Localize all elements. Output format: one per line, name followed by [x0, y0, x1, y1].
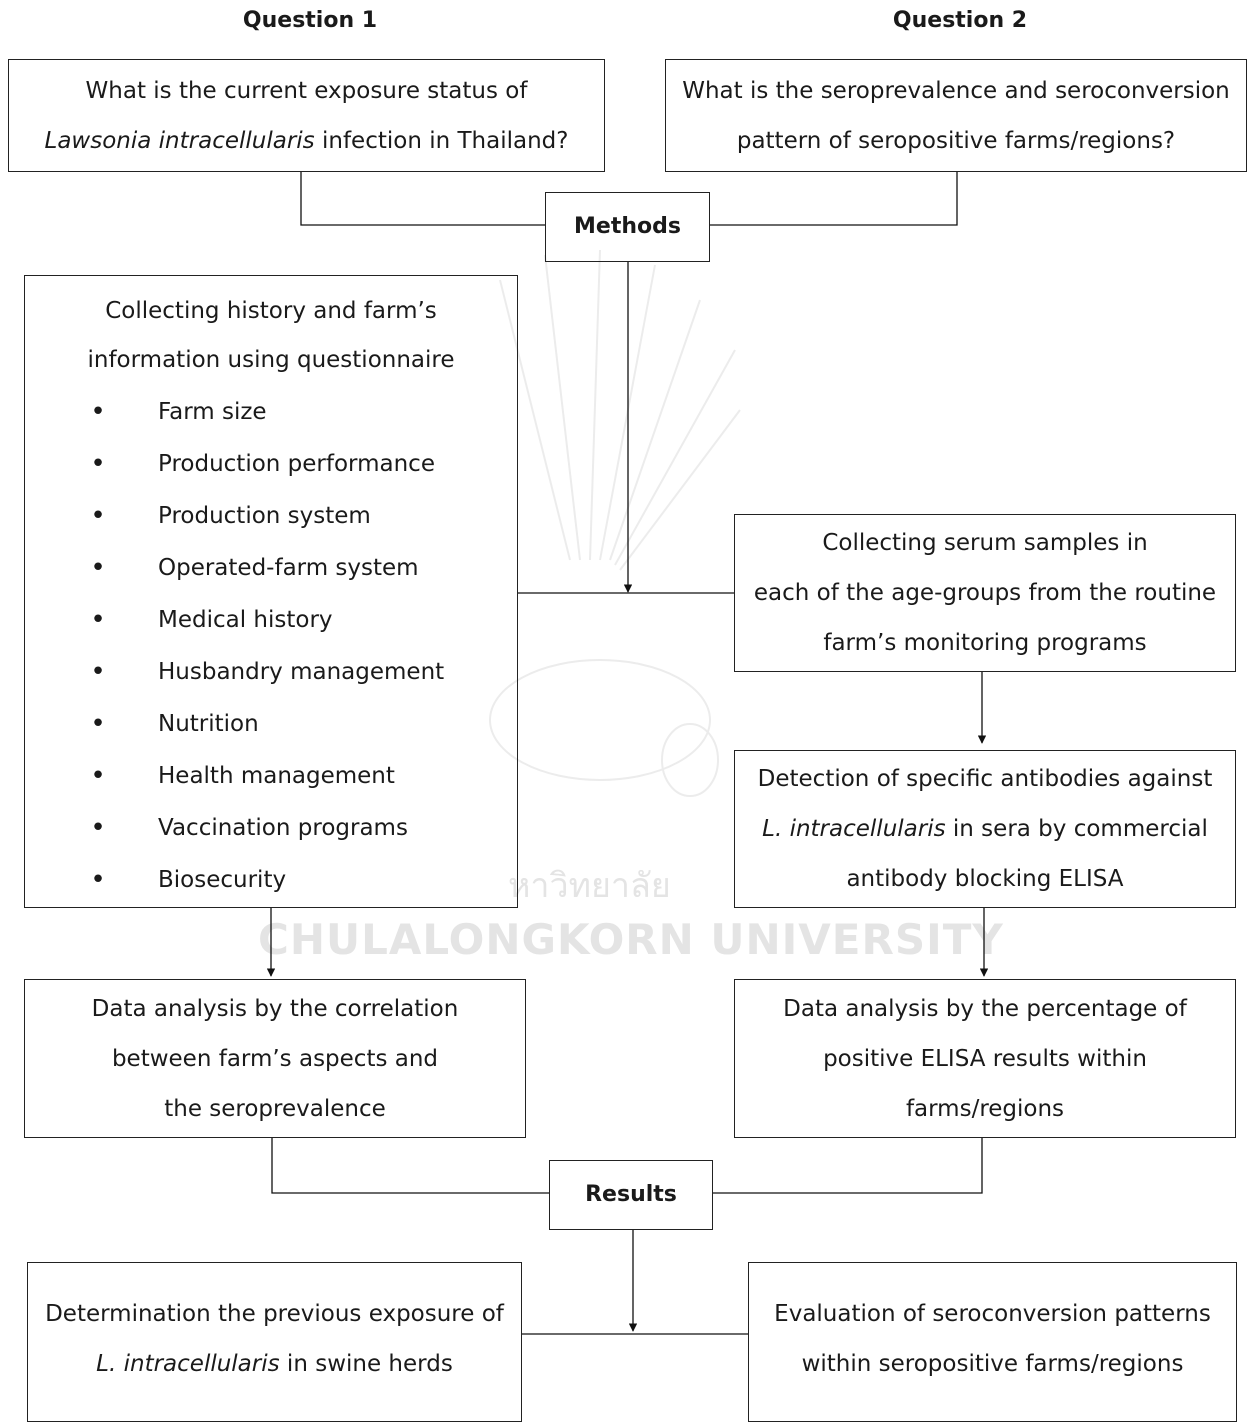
connector-right-results: [713, 1138, 983, 1194]
analysis-right-line-3: farms/regions: [905, 1095, 1065, 1122]
history-box-line-1: Collecting history and farm’s: [105, 298, 437, 324]
serum-collection-box: Collecting serum samples in each of the …: [734, 514, 1236, 672]
detection-line-3: antibody blocking ELISA: [846, 866, 1124, 892]
exposure-line-1: Determination the previous exposure of: [45, 1301, 504, 1327]
exposure-line-2-rest: in swine herds: [279, 1351, 453, 1377]
bullet-icon: •: [90, 865, 106, 895]
species-name: L. intracellularis: [96, 1351, 280, 1377]
list-item-label: Operated-farm system: [158, 555, 419, 581]
list-item: • Farm size: [88, 386, 444, 438]
bullet-icon: •: [90, 501, 106, 531]
bullet-icon: •: [90, 553, 106, 583]
list-item-label: Vaccination programs: [158, 815, 408, 841]
question-2-line-2: pattern of seropositive farms/regions?: [736, 127, 1176, 154]
bullet-icon: •: [90, 397, 106, 427]
question-1-line-2-rest: infection in Thailand?: [314, 127, 569, 154]
list-item: • Nutrition: [88, 698, 444, 750]
bullet-icon: •: [90, 813, 106, 843]
questionnaire-bullet-list: • Farm size • Production performance • Prod…: [88, 386, 444, 906]
serum-line-2: each of the age-groups from the routine: [753, 580, 1217, 606]
bullet-icon: •: [90, 605, 106, 635]
methods-box: Methods: [545, 192, 710, 262]
analysis-left-line-1: Data analysis by the correlation: [91, 995, 459, 1022]
analysis-right-line-1: Data analysis by the percentage of: [783, 995, 1187, 1022]
history-box-line-2: information using questionnaire: [87, 347, 455, 373]
species-name: L. intracellularis: [762, 816, 946, 842]
list-item: • Husbandry management: [88, 646, 444, 698]
list-item-label: Husbandry management: [158, 659, 445, 685]
analysis-right-line-2: positive ELISA results within: [823, 1045, 1147, 1072]
bullet-icon: •: [90, 761, 106, 791]
list-item-label: Production performance: [158, 451, 435, 477]
watermark-thai-text: หาวิทยาลัย: [508, 866, 671, 906]
results-box: Results: [549, 1160, 713, 1230]
detection-line-2-rest: in sera by commercial: [945, 816, 1208, 842]
bullet-icon: •: [90, 657, 106, 687]
antibody-detection-box: Detection of specific antibodies against…: [734, 750, 1236, 908]
list-item: • Health management: [88, 750, 444, 802]
question-2-box: What is the seroprevalence and seroconve…: [665, 59, 1247, 172]
question-1-box: What is the current exposure status of L…: [8, 59, 605, 172]
list-item: • Operated-farm system: [88, 542, 444, 594]
question-1-line-2: Lawsonia intracellularis infection in Th…: [45, 116, 569, 166]
list-item-label: Production system: [158, 503, 371, 529]
detection-line-2: L. intracellularis in sera by commercial: [762, 804, 1208, 854]
question-2-line-1: What is the seroprevalence and seroconve…: [682, 77, 1230, 104]
analysis-left-line-2: between farm’s aspects and: [111, 1045, 439, 1072]
serum-line-1: Collecting serum samples in: [822, 530, 1148, 556]
analysis-left-line-3: the seroprevalence: [164, 1095, 386, 1122]
question-2-heading: Question 2: [892, 8, 1028, 33]
list-item-label: Medical history: [158, 607, 333, 633]
serum-line-3: farm’s monitoring programs: [823, 630, 1147, 656]
list-item: • Medical history: [88, 594, 444, 646]
list-item: • Production performance: [88, 438, 444, 490]
watermark-university-text: CHULALONGKORN UNIVERSITY: [258, 915, 1004, 964]
data-analysis-correlation-box: Data analysis by the correlation between…: [24, 979, 526, 1138]
results-label: Results: [585, 1182, 677, 1207]
data-analysis-percentage-box: Data analysis by the percentage of posit…: [734, 979, 1236, 1138]
question-1-heading: Question 1: [242, 8, 378, 33]
list-item: • Biosecurity: [88, 854, 444, 906]
connector-q2-methods: [710, 172, 958, 226]
seroconversion-evaluation-box: Evaluation of seroconversion patterns wi…: [748, 1262, 1237, 1422]
list-item: • Vaccination programs: [88, 802, 444, 854]
exposure-determination-box: Determination the previous exposure of L…: [27, 1262, 522, 1422]
evaluation-line-1: Evaluation of seroconversion patterns: [774, 1301, 1211, 1327]
list-item-label: Health management: [158, 763, 395, 789]
exposure-line-2: L. intracellularis in swine herds: [96, 1339, 453, 1389]
connector-left-results: [271, 1138, 549, 1194]
species-name: Lawsonia intracellularis: [44, 127, 315, 154]
bullet-icon: •: [90, 449, 106, 479]
detection-line-1: Detection of specific antibodies against: [757, 766, 1213, 792]
connector-q1-methods: [300, 172, 545, 226]
question-1-line-1: What is the current exposure status of: [85, 77, 528, 104]
history-questionnaire-box: [24, 275, 518, 908]
bullet-icon: •: [90, 709, 106, 739]
evaluation-line-2: within seropositive farms/regions: [801, 1351, 1184, 1377]
list-item: • Production system: [88, 490, 444, 542]
list-item-label: Farm size: [158, 399, 267, 425]
list-item-label: Biosecurity: [158, 867, 287, 893]
list-item-label: Nutrition: [158, 711, 259, 737]
methods-label: Methods: [574, 214, 681, 239]
